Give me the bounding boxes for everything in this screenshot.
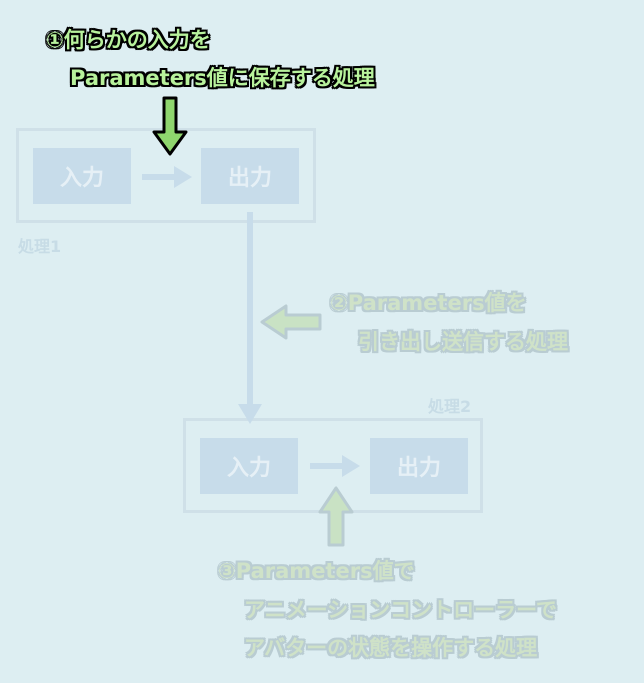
- process2-input-label: 入力: [226, 456, 271, 481]
- process2-output-label: 出力: [396, 456, 441, 481]
- note3-line1: ③Parameters値で: [218, 559, 415, 583]
- process1-label: 処理1: [18, 237, 62, 256]
- process1-flow-arrow: [142, 166, 192, 188]
- process1-output-label: 出力: [227, 166, 272, 191]
- process2-input-box: 入力: [200, 438, 298, 494]
- process2-label: 処理2: [428, 397, 472, 416]
- note2-left-arrow: [260, 304, 322, 340]
- note1-line2: Parameters値に保存する処理: [70, 66, 375, 90]
- note1-line1: ①何らかの入力を: [46, 28, 211, 52]
- note3-line2: アニメーションコントローラーで: [244, 598, 557, 622]
- process2-output-box: 出力: [370, 438, 468, 494]
- process2-flow-arrow: [310, 455, 360, 477]
- note3-line3: アバターの状態を操作する処理: [244, 636, 538, 660]
- process1-input-box: 入力: [33, 148, 131, 204]
- connector-arrow: [238, 212, 262, 424]
- note3-up-arrow: [318, 486, 354, 547]
- process1-output-box: 出力: [201, 148, 299, 204]
- note2-line1: ②Parameters値を: [330, 291, 527, 315]
- note1-down-arrow: [152, 96, 188, 156]
- process1-input-label: 入力: [59, 166, 104, 191]
- note2-line2: 引き出し送信する処理: [358, 330, 568, 354]
